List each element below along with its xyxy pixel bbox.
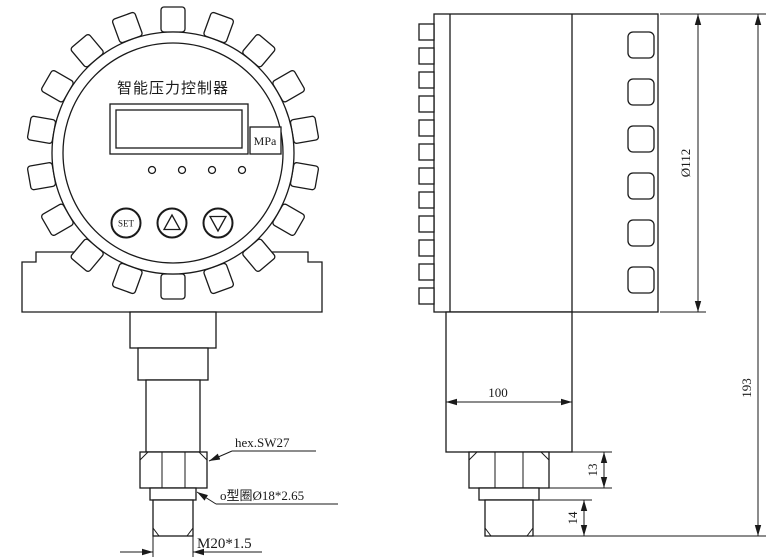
down-arrow-icon <box>208 215 228 233</box>
neck-steps <box>129 311 217 453</box>
annotation-oring: o型圈Ø18*2.65 <box>196 488 338 505</box>
dim-body-width: 100 <box>446 385 572 406</box>
lower-housing-side <box>445 311 573 453</box>
oring-annotation-label: o型圈Ø18*2.65 <box>220 488 304 503</box>
dim-total-height-label: 193 <box>739 378 754 398</box>
up-arrow-icon <box>162 213 182 231</box>
thread-annotation-label: M20*1.5 <box>197 536 252 552</box>
unit-box: MPa <box>249 126 282 155</box>
oring-seat-side <box>478 487 540 501</box>
indicator-dot <box>237 165 247 175</box>
down-button <box>202 207 234 239</box>
side-view: Ø112 193 100 13 14 <box>418 13 766 537</box>
dim-hex-height-label: 13 <box>585 464 600 477</box>
oring-seat-front <box>149 487 197 501</box>
housing-face-circle <box>62 42 284 264</box>
dim-total-height: 193 <box>533 14 766 537</box>
up-button <box>156 207 188 239</box>
hex-nut-front <box>139 451 208 489</box>
dim-thread-length-label: 14 <box>565 511 580 525</box>
gear-ribs-side <box>418 23 435 305</box>
dim-diameter: Ø112 <box>660 13 766 313</box>
unit-label: MPa <box>254 134 277 148</box>
side-body <box>433 13 659 313</box>
thread-stub-side <box>484 499 534 537</box>
dim-diameter-label: Ø112 <box>678 149 693 177</box>
annotation-thread: M20*1.5 <box>120 536 262 557</box>
front-view: 智能压力控制器 MPa SET <box>21 6 338 557</box>
dim-hex-height: 13 <box>549 451 612 489</box>
lcd-display <box>109 103 249 155</box>
set-button: SET <box>110 207 142 239</box>
gear-ring <box>26 6 320 300</box>
annotation-hex: hex.SW27 <box>208 435 316 462</box>
set-button-label: SET <box>118 219 135 229</box>
product-title: 智能压力控制器 <box>117 79 229 97</box>
indicator-dots <box>147 165 247 175</box>
dim-body-width-label: 100 <box>488 385 508 400</box>
indicator-dot <box>207 165 217 175</box>
indicator-dot <box>177 165 187 175</box>
dim-thread-length: 14 <box>539 499 592 536</box>
thread-stub-front <box>152 499 194 537</box>
hex-annotation-label: hex.SW27 <box>235 435 290 450</box>
indicator-dot <box>147 165 157 175</box>
grip-slots-side <box>627 31 655 294</box>
hex-nut-side <box>468 451 550 489</box>
